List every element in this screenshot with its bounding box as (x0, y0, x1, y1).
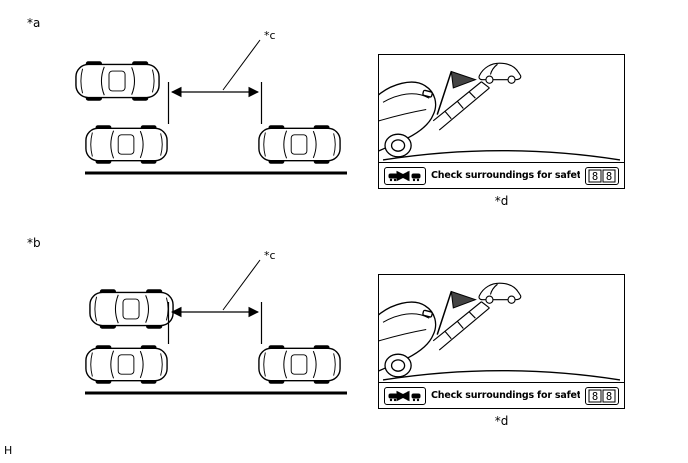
camera-status-bar: Check surroundings for safety. 8 8 (379, 382, 624, 408)
gap-label: *c (264, 29, 276, 42)
parked-car-front-icon (85, 345, 168, 384)
sonar-digit-left: 8 (592, 171, 598, 183)
sonar-digit-right: 8 (606, 171, 612, 183)
approaching-car-illustration (478, 62, 522, 84)
distance-guide-lines (432, 301, 490, 351)
parked-car-rear-icon (258, 345, 341, 384)
screen-label-b: *d (494, 414, 509, 428)
camera-view (379, 282, 621, 381)
sonar-digit-left: 8 (592, 391, 598, 403)
sonar-display-icon: 8 8 (585, 386, 619, 405)
sonar-display-glyph: 8 8 (588, 389, 616, 403)
parked-car-front-icon (85, 125, 168, 164)
scenario-a: *a *c (0, 14, 688, 229)
subject-car-icon (75, 61, 160, 101)
safety-message: Check surroundings for safety. (431, 170, 580, 181)
scenario-b: *b *c (0, 234, 688, 449)
bumper-guide-curve (382, 370, 621, 381)
gap-label: *c (264, 249, 276, 262)
parking-diagram-a: *c (75, 29, 347, 175)
gap-leader-line (222, 259, 261, 311)
safety-message: Check surroundings for safety. (431, 390, 580, 401)
camera-view (379, 62, 621, 161)
parked-car-rear-icon (258, 125, 341, 164)
gap-leader-line (222, 39, 261, 91)
camera-display-a: Check surroundings for safety. 8 8 (378, 54, 625, 189)
bumper-guide-curve (382, 150, 621, 161)
sonar-display-icon: 8 8 (585, 166, 619, 185)
parking-diagram: *c (75, 29, 347, 175)
corner-pole-flag-icon (436, 70, 477, 115)
distance-guide-lines (432, 81, 490, 131)
parking-diagram: *c (85, 249, 347, 395)
subject-car-icon (89, 289, 174, 329)
page-marker: H (4, 444, 13, 457)
screen-label-a: *d (494, 194, 509, 208)
scenario-a-label: *a (27, 16, 41, 30)
sonar-digit-right: 8 (606, 391, 612, 403)
camera-status-bar: Check surroundings for safety. 8 8 (379, 162, 624, 188)
rear-vehicle-illustration (379, 301, 437, 378)
parking-distance-icon (384, 386, 426, 405)
parking-distance-glyph (388, 170, 421, 181)
scenario-b-label: *b (27, 236, 41, 250)
parking-diagram-b: *c (85, 249, 347, 395)
camera-display-b: Check surroundings for safety. 8 8 (378, 274, 625, 409)
rear-vehicle-illustration (379, 81, 437, 158)
sonar-display-glyph: 8 8 (588, 169, 616, 183)
parking-distance-icon (384, 166, 426, 185)
corner-pole-flag-icon (436, 290, 477, 335)
parking-distance-glyph (388, 390, 421, 401)
approaching-car-illustration (478, 282, 522, 304)
